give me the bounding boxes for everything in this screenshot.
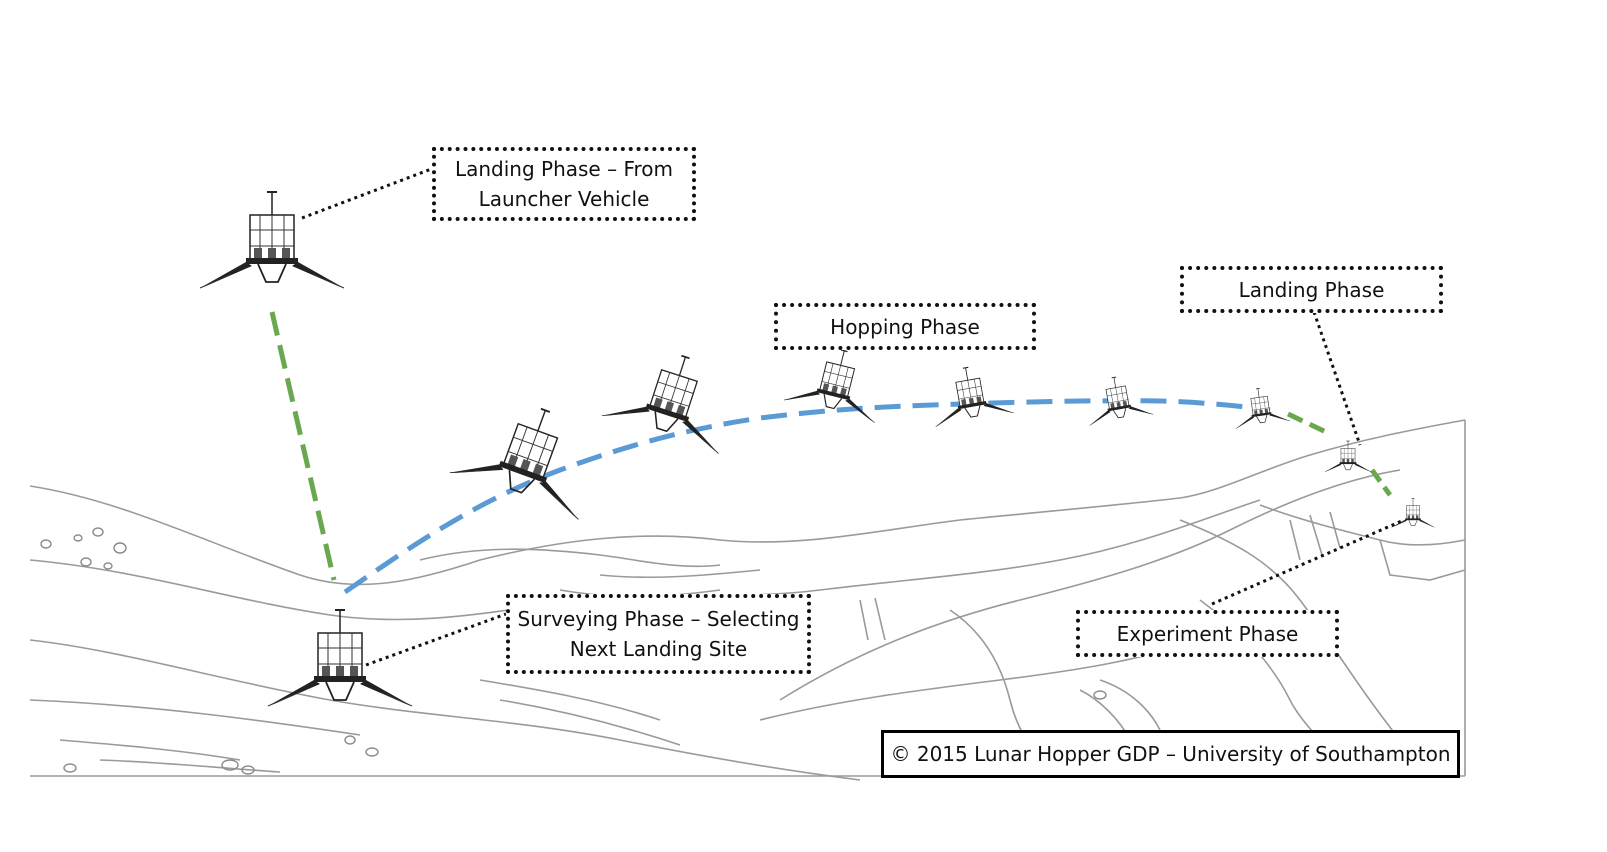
copyright-notice: © 2015 Lunar Hopper GDP – University of … bbox=[881, 730, 1460, 778]
terrain-rocks bbox=[40, 527, 1107, 775]
hopper-icon-launcher bbox=[199, 191, 345, 289]
descent-path bbox=[269, 311, 337, 581]
hopper-icon-landing bbox=[1324, 440, 1372, 473]
label-line: Experiment Phase bbox=[1116, 621, 1299, 646]
label-line: Landing Phase bbox=[1238, 277, 1385, 302]
label-line: Next Landing Site bbox=[569, 637, 748, 661]
label-surveying-phase: Surveying Phase – Selecting Next Landing… bbox=[506, 594, 811, 674]
label-line: Landing Phase – From bbox=[454, 157, 674, 181]
trajectory-paths bbox=[269, 311, 1393, 595]
landing-path-1 bbox=[1286, 411, 1328, 435]
label-line: Launcher Vehicle bbox=[478, 187, 650, 211]
label-landing-from-launcher: Landing Phase – From Launcher Vehicle bbox=[432, 147, 696, 221]
label-experiment-phase: Experiment Phase bbox=[1076, 610, 1339, 657]
hopper-icon-hop-3 bbox=[783, 338, 891, 424]
hopper-icon-experiment bbox=[1391, 498, 1435, 528]
hopper-icon-hop-4 bbox=[926, 360, 1015, 428]
hopper-icon-hop-1 bbox=[448, 386, 611, 521]
leader-lines bbox=[301, 166, 1405, 667]
label-landing-phase: Landing Phase bbox=[1180, 266, 1443, 313]
label-line: Hopping Phase bbox=[830, 314, 980, 339]
label-line: Surveying Phase – Selecting bbox=[517, 607, 800, 631]
hop-path bbox=[343, 398, 1271, 595]
landing-path-2 bbox=[1369, 468, 1393, 497]
label-hopping-phase: Hopping Phase bbox=[774, 303, 1036, 350]
